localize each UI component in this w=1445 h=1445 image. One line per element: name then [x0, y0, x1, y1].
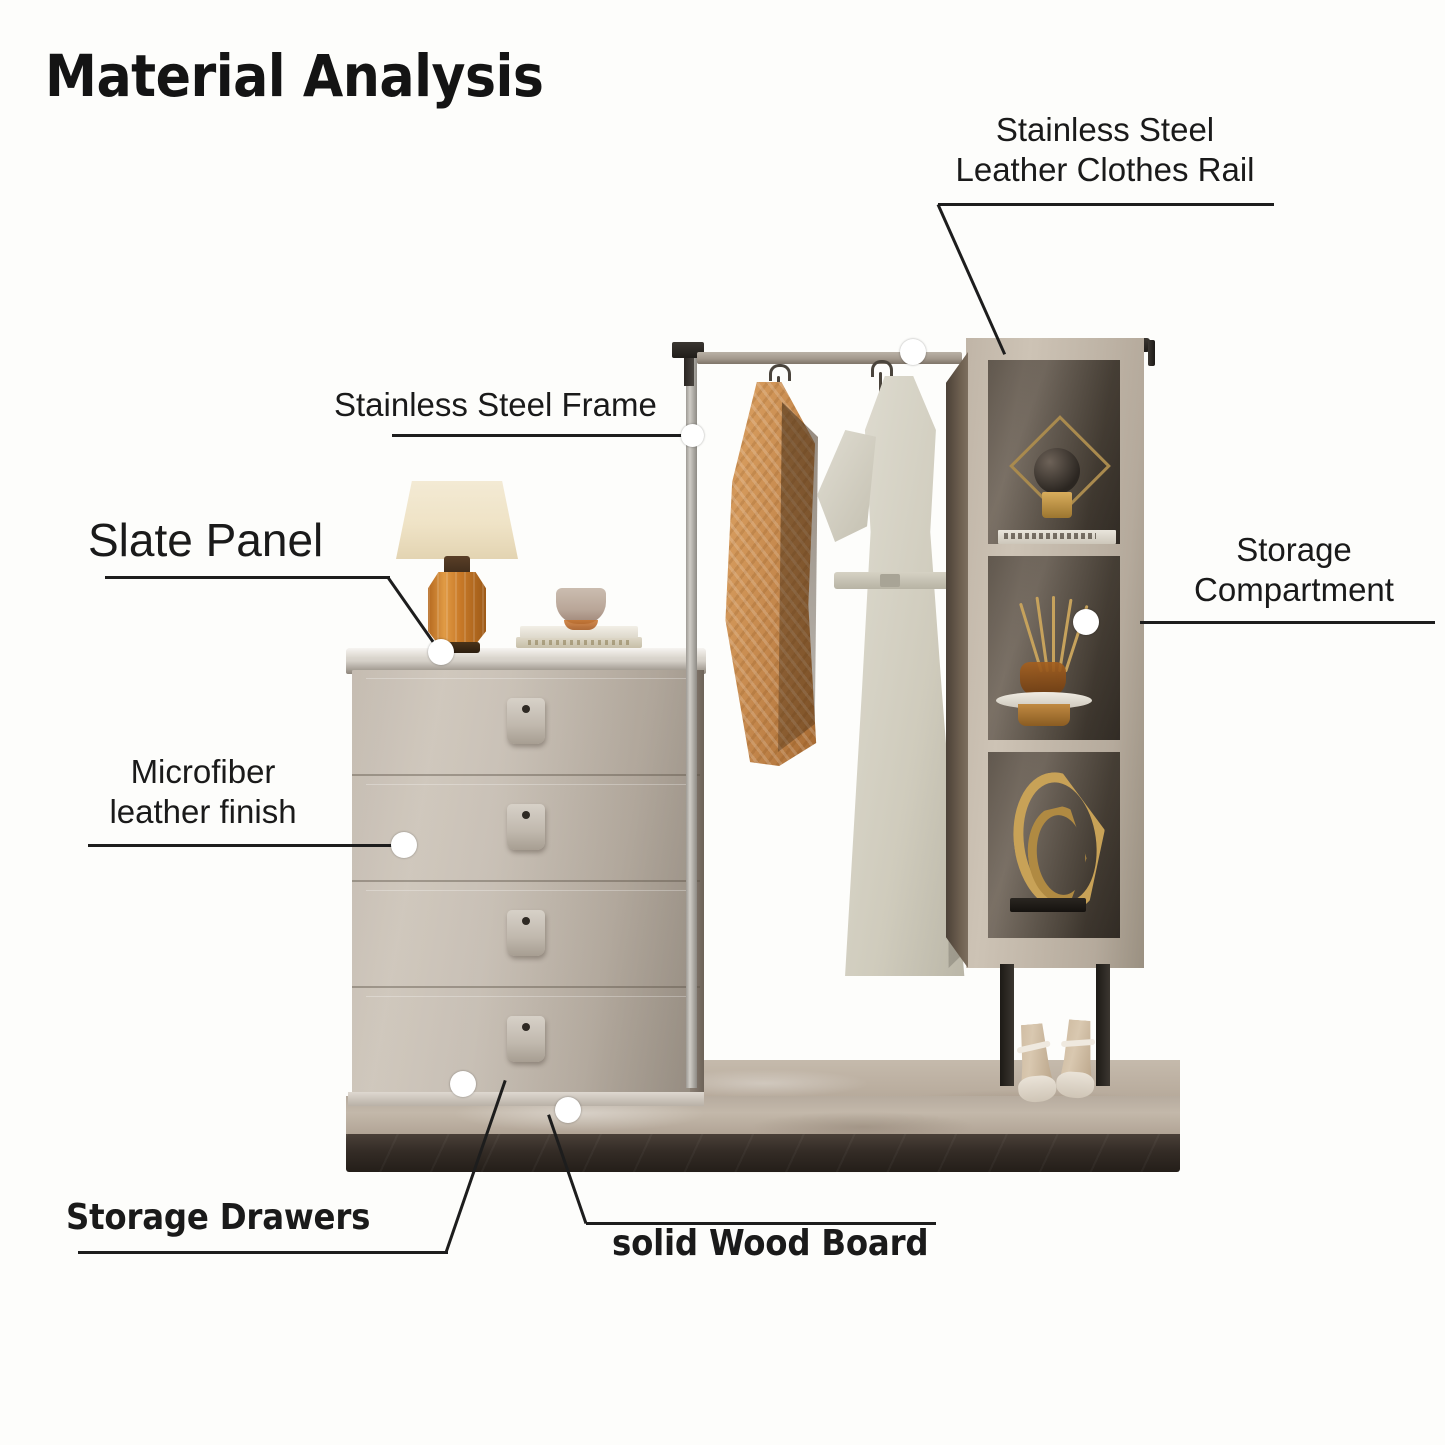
callout-label-storage-drawers: Storage Drawers	[66, 1197, 371, 1238]
callout-label-microfiber: Microfiber leather finish	[109, 753, 297, 831]
display-book-title-text	[1004, 533, 1096, 539]
rail-bracket-right-pin	[1148, 340, 1155, 366]
lamp-foot	[434, 642, 480, 653]
cabinet-leg-left	[1000, 964, 1014, 1086]
lamp-neck	[444, 556, 470, 576]
leader-line-solid-wood-board-horizontal	[586, 1222, 936, 1225]
leader-line-storage-drawers-horizontal	[78, 1251, 448, 1254]
cardigan-shadow	[778, 402, 818, 752]
cabinet-leg-right	[1096, 964, 1110, 1086]
leader-line-clothes-rail-underline	[938, 203, 1274, 206]
leader-line-steel-frame	[392, 434, 692, 437]
steel-support-post	[686, 348, 697, 1088]
ceramic-bowl	[556, 588, 606, 624]
book-upper	[520, 626, 638, 638]
storage-cabinet	[946, 338, 1144, 1086]
shoe-toe	[1055, 1070, 1096, 1100]
callout-dot-microfiber	[391, 832, 417, 858]
drawer-pull-icon[interactable]	[507, 910, 545, 956]
callout-dot-storage-drawers	[450, 1071, 476, 1097]
hanger-stem	[879, 372, 882, 398]
book-spine-text	[528, 640, 632, 645]
chest-of-drawers	[346, 648, 706, 1112]
drawer-pull-icon[interactable]	[507, 698, 545, 744]
lamp-shade	[396, 481, 518, 559]
callout-label-steel-frame: Stainless Steel Frame	[334, 386, 657, 423]
callout-label-clothes-rail: Stainless Steel Leather Clothes Rail	[955, 111, 1255, 189]
reed-stick	[1052, 596, 1055, 672]
leader-line-storage-compartment	[1140, 621, 1435, 624]
drawer-pull-icon[interactable]	[507, 1016, 545, 1062]
diffuser-jar	[1020, 662, 1066, 696]
leader-line-microfiber	[88, 844, 408, 847]
callout-dot-storage-compartment	[1073, 609, 1099, 635]
shoe-toe	[1017, 1074, 1058, 1104]
lamp-glass-body	[428, 572, 486, 646]
crescent-sculpture	[1008, 772, 1092, 902]
callout-label-solid-wood-board: solid Wood Board	[612, 1223, 929, 1264]
dresser-base-band	[348, 1092, 704, 1106]
bowl-foot	[564, 620, 598, 630]
callout-label-storage-compartment: Storage Compartment	[1194, 531, 1394, 609]
glass-sphere	[1034, 448, 1080, 494]
hanger-hook-icon	[769, 364, 791, 381]
page-title: Material Analysis	[45, 42, 544, 110]
leader-line-slate-panel-horizontal	[105, 576, 390, 579]
display-plate-base	[1018, 704, 1070, 726]
cabinet-side-panel	[946, 352, 968, 968]
post-bracket-plate	[684, 342, 694, 386]
crescent-sculpture-base	[1010, 898, 1086, 912]
callout-dot-clothes-rail	[900, 339, 926, 365]
hanger-hook-icon	[871, 360, 893, 377]
dress-belt	[834, 572, 962, 589]
callout-dot-slate-panel	[428, 639, 454, 665]
cardigan-garment	[712, 382, 824, 766]
brass-base	[1042, 492, 1072, 518]
callout-dot-solid-wood-board	[555, 1097, 581, 1123]
leader-line-clothes-rail-diagonal	[936, 203, 1007, 355]
rail-bracket-left	[672, 342, 704, 358]
slate-top-panel	[346, 648, 706, 674]
hanging-rail	[697, 352, 962, 364]
drawer-2[interactable]	[352, 776, 700, 882]
shoe-right	[1055, 1019, 1098, 1100]
callout-label-slate-panel: Slate Panel	[88, 514, 324, 566]
drawer-pull-icon[interactable]	[507, 804, 545, 850]
shoe-left	[1013, 1022, 1058, 1104]
drawer-3[interactable]	[352, 882, 700, 988]
base-platform-face	[346, 1134, 1180, 1172]
callout-dot-steel-frame	[681, 424, 704, 447]
drawer-4[interactable]	[352, 988, 700, 1094]
drawer-1[interactable]	[352, 670, 700, 776]
